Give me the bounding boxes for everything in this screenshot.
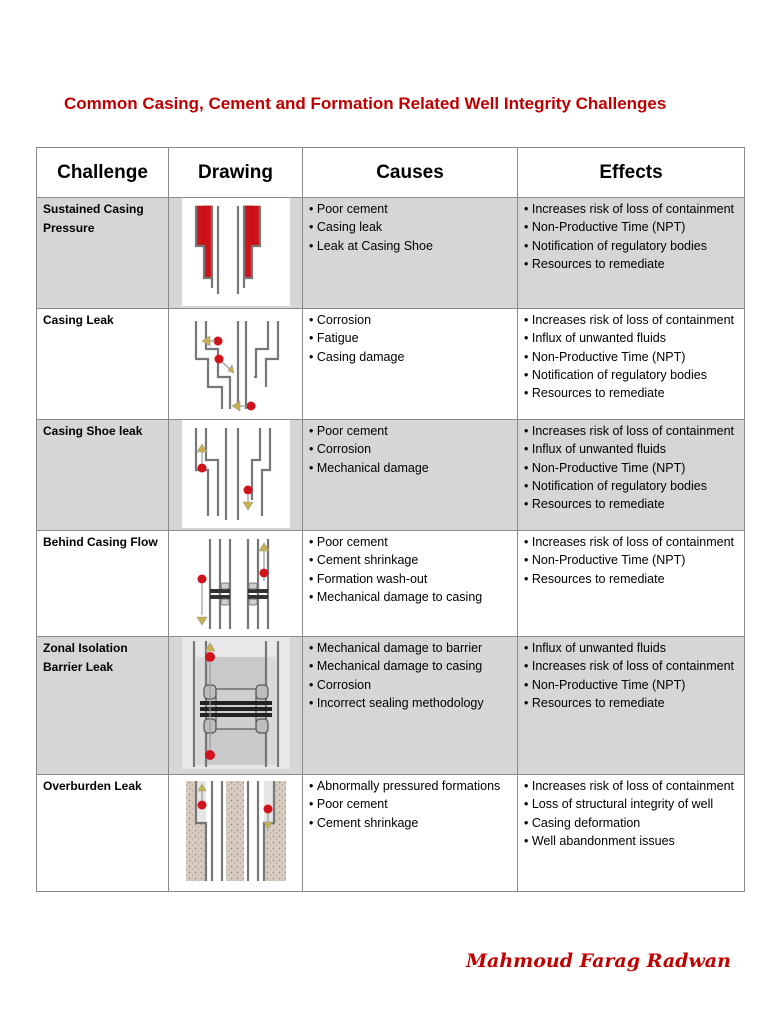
- causes-cell: Corrosion Fatigue Casing damage: [302, 308, 518, 420]
- header-challenge: Challenge: [36, 147, 169, 198]
- cause-item: Fatigue: [309, 329, 512, 347]
- cause-item: Mechanical damage to barrier: [309, 639, 512, 657]
- cause-item: Cement shrinkage: [309, 551, 512, 569]
- challenge-cell: Casing Shoe leak: [36, 419, 169, 531]
- challenge-line: Casing Shoe leak: [43, 424, 143, 438]
- effect-item: Increases risk of loss of containment: [524, 200, 739, 218]
- effects-cell: Increases risk of loss of containment In…: [517, 419, 745, 531]
- cause-item: Abnormally pressured formations: [309, 777, 512, 795]
- effect-item: Notification of regulatory bodies: [524, 477, 739, 495]
- effect-item: Non-Productive Time (NPT): [524, 218, 739, 236]
- challenge-line: Behind Casing Flow: [43, 535, 158, 549]
- header-drawing: Drawing: [168, 147, 303, 198]
- effect-item: Non-Productive Time (NPT): [524, 348, 739, 366]
- effect-item: Non-Productive Time (NPT): [524, 676, 739, 694]
- effect-item: Loss of structural integrity of well: [524, 795, 739, 813]
- effect-item: Non-Productive Time (NPT): [524, 551, 739, 569]
- header-effects: Effects: [517, 147, 745, 198]
- zonal-isolation-barrier-drawing: [181, 637, 290, 769]
- effect-item: Non-Productive Time (NPT): [524, 459, 739, 477]
- drawing-cell: [168, 774, 303, 892]
- effects-cell: Increases risk of loss of containment No…: [517, 197, 745, 309]
- effect-item: Resources to remediate: [524, 255, 739, 273]
- cause-item: Mechanical damage: [309, 459, 512, 477]
- behind-casing-flow-drawing: [181, 531, 290, 635]
- effects-cell: Influx of unwanted fluids Increases risk…: [517, 636, 745, 775]
- effects-cell: Increases risk of loss of containment In…: [517, 308, 745, 420]
- challenge-line: Overburden Leak: [43, 779, 142, 793]
- cause-item: Incorrect sealing methodology: [309, 694, 512, 712]
- effect-item: Resources to remediate: [524, 384, 739, 402]
- challenge-line: Pressure: [43, 220, 95, 235]
- cause-item: Mechanical damage to casing: [309, 657, 512, 675]
- effect-item: Increases risk of loss of containment: [524, 422, 739, 440]
- table-row: Sustained Casing Pressure: [36, 197, 745, 309]
- causes-cell: Mechanical damage to barrier Mechanical …: [302, 636, 518, 775]
- cause-item: Leak at Casing Shoe: [309, 237, 512, 255]
- challenge-line: Barrier Leak: [43, 659, 114, 674]
- sustained-casing-pressure-drawing: [181, 198, 290, 306]
- effect-item: Resources to remediate: [524, 694, 739, 712]
- overburden-leak-drawing: [181, 775, 290, 883]
- drawing-cell: [168, 197, 303, 309]
- cause-item: Corrosion: [309, 311, 512, 329]
- effect-item: Increases risk of loss of containment: [524, 311, 739, 329]
- challenge-line: Casing Leak: [43, 313, 114, 327]
- challenge-cell: Zonal Isolation Barrier Leak: [36, 636, 169, 775]
- effect-item: Increases risk of loss of containment: [524, 657, 739, 675]
- table-row: Zonal Isolation Barrier Leak: [36, 636, 745, 775]
- table-row: Casing Leak: [36, 308, 745, 420]
- effect-item: Casing deformation: [524, 814, 739, 832]
- cause-item: Corrosion: [309, 676, 512, 694]
- effect-item: Notification of regulatory bodies: [524, 237, 739, 255]
- challenge-line: Sustained Casing: [43, 202, 144, 216]
- cause-item: Casing damage: [309, 348, 512, 366]
- casing-leak-drawing: [181, 309, 290, 417]
- author-signature: Mahmoud Farag Radwan: [466, 950, 731, 972]
- challenge-cell: Casing Leak: [36, 308, 169, 420]
- effect-item: Resources to remediate: [524, 495, 739, 513]
- effects-cell: Increases risk of loss of containment Lo…: [517, 774, 745, 892]
- challenge-cell: Behind Casing Flow: [36, 530, 169, 637]
- cause-item: Poor cement: [309, 422, 512, 440]
- table-row: Casing Shoe leak: [36, 419, 745, 531]
- drawing-cell: [168, 636, 303, 775]
- effect-item: Influx of unwanted fluids: [524, 329, 739, 347]
- cause-item: Corrosion: [309, 440, 512, 458]
- effect-item: Influx of unwanted fluids: [524, 639, 739, 657]
- cause-item: Formation wash-out: [309, 570, 512, 588]
- challenge-line: Zonal Isolation: [43, 641, 128, 655]
- effect-item: Influx of unwanted fluids: [524, 440, 739, 458]
- causes-cell: Poor cement Corrosion Mechanical damage: [302, 419, 518, 531]
- causes-cell: Poor cement Cement shrinkage Formation w…: [302, 530, 518, 637]
- effect-item: Increases risk of loss of containment: [524, 777, 739, 795]
- table-row: Behind Casing Flow: [36, 530, 745, 637]
- cause-item: Poor cement: [309, 533, 512, 551]
- page-title: Common Casing, Cement and Formation Rela…: [64, 94, 667, 113]
- effect-item: Resources to remediate: [524, 570, 739, 588]
- casing-shoe-leak-drawing: [181, 420, 290, 528]
- table-row: Overburden Leak: [36, 774, 745, 892]
- causes-cell: Abnormally pressured formations Poor cem…: [302, 774, 518, 892]
- table-header-row: Challenge Drawing Causes Effects: [36, 147, 745, 198]
- header-causes: Causes: [302, 147, 518, 198]
- drawing-cell: [168, 308, 303, 420]
- effects-cell: Increases risk of loss of containment No…: [517, 530, 745, 637]
- cause-item: Cement shrinkage: [309, 814, 512, 832]
- cause-item: Mechanical damage to casing: [309, 588, 512, 606]
- effect-item: Notification of regulatory bodies: [524, 366, 739, 384]
- causes-cell: Poor cement Casing leak Leak at Casing S…: [302, 197, 518, 309]
- cause-item: Poor cement: [309, 795, 512, 813]
- well-integrity-table: Challenge Drawing Causes Effects Sustain…: [36, 147, 745, 892]
- drawing-cell: [168, 530, 303, 637]
- effect-item: Well abandonment issues: [524, 832, 739, 850]
- challenge-cell: Overburden Leak: [36, 774, 169, 892]
- drawing-cell: [168, 419, 303, 531]
- cause-item: Casing leak: [309, 218, 512, 236]
- effect-item: Increases risk of loss of containment: [524, 533, 739, 551]
- cause-item: Poor cement: [309, 200, 512, 218]
- challenge-cell: Sustained Casing Pressure: [36, 197, 169, 309]
